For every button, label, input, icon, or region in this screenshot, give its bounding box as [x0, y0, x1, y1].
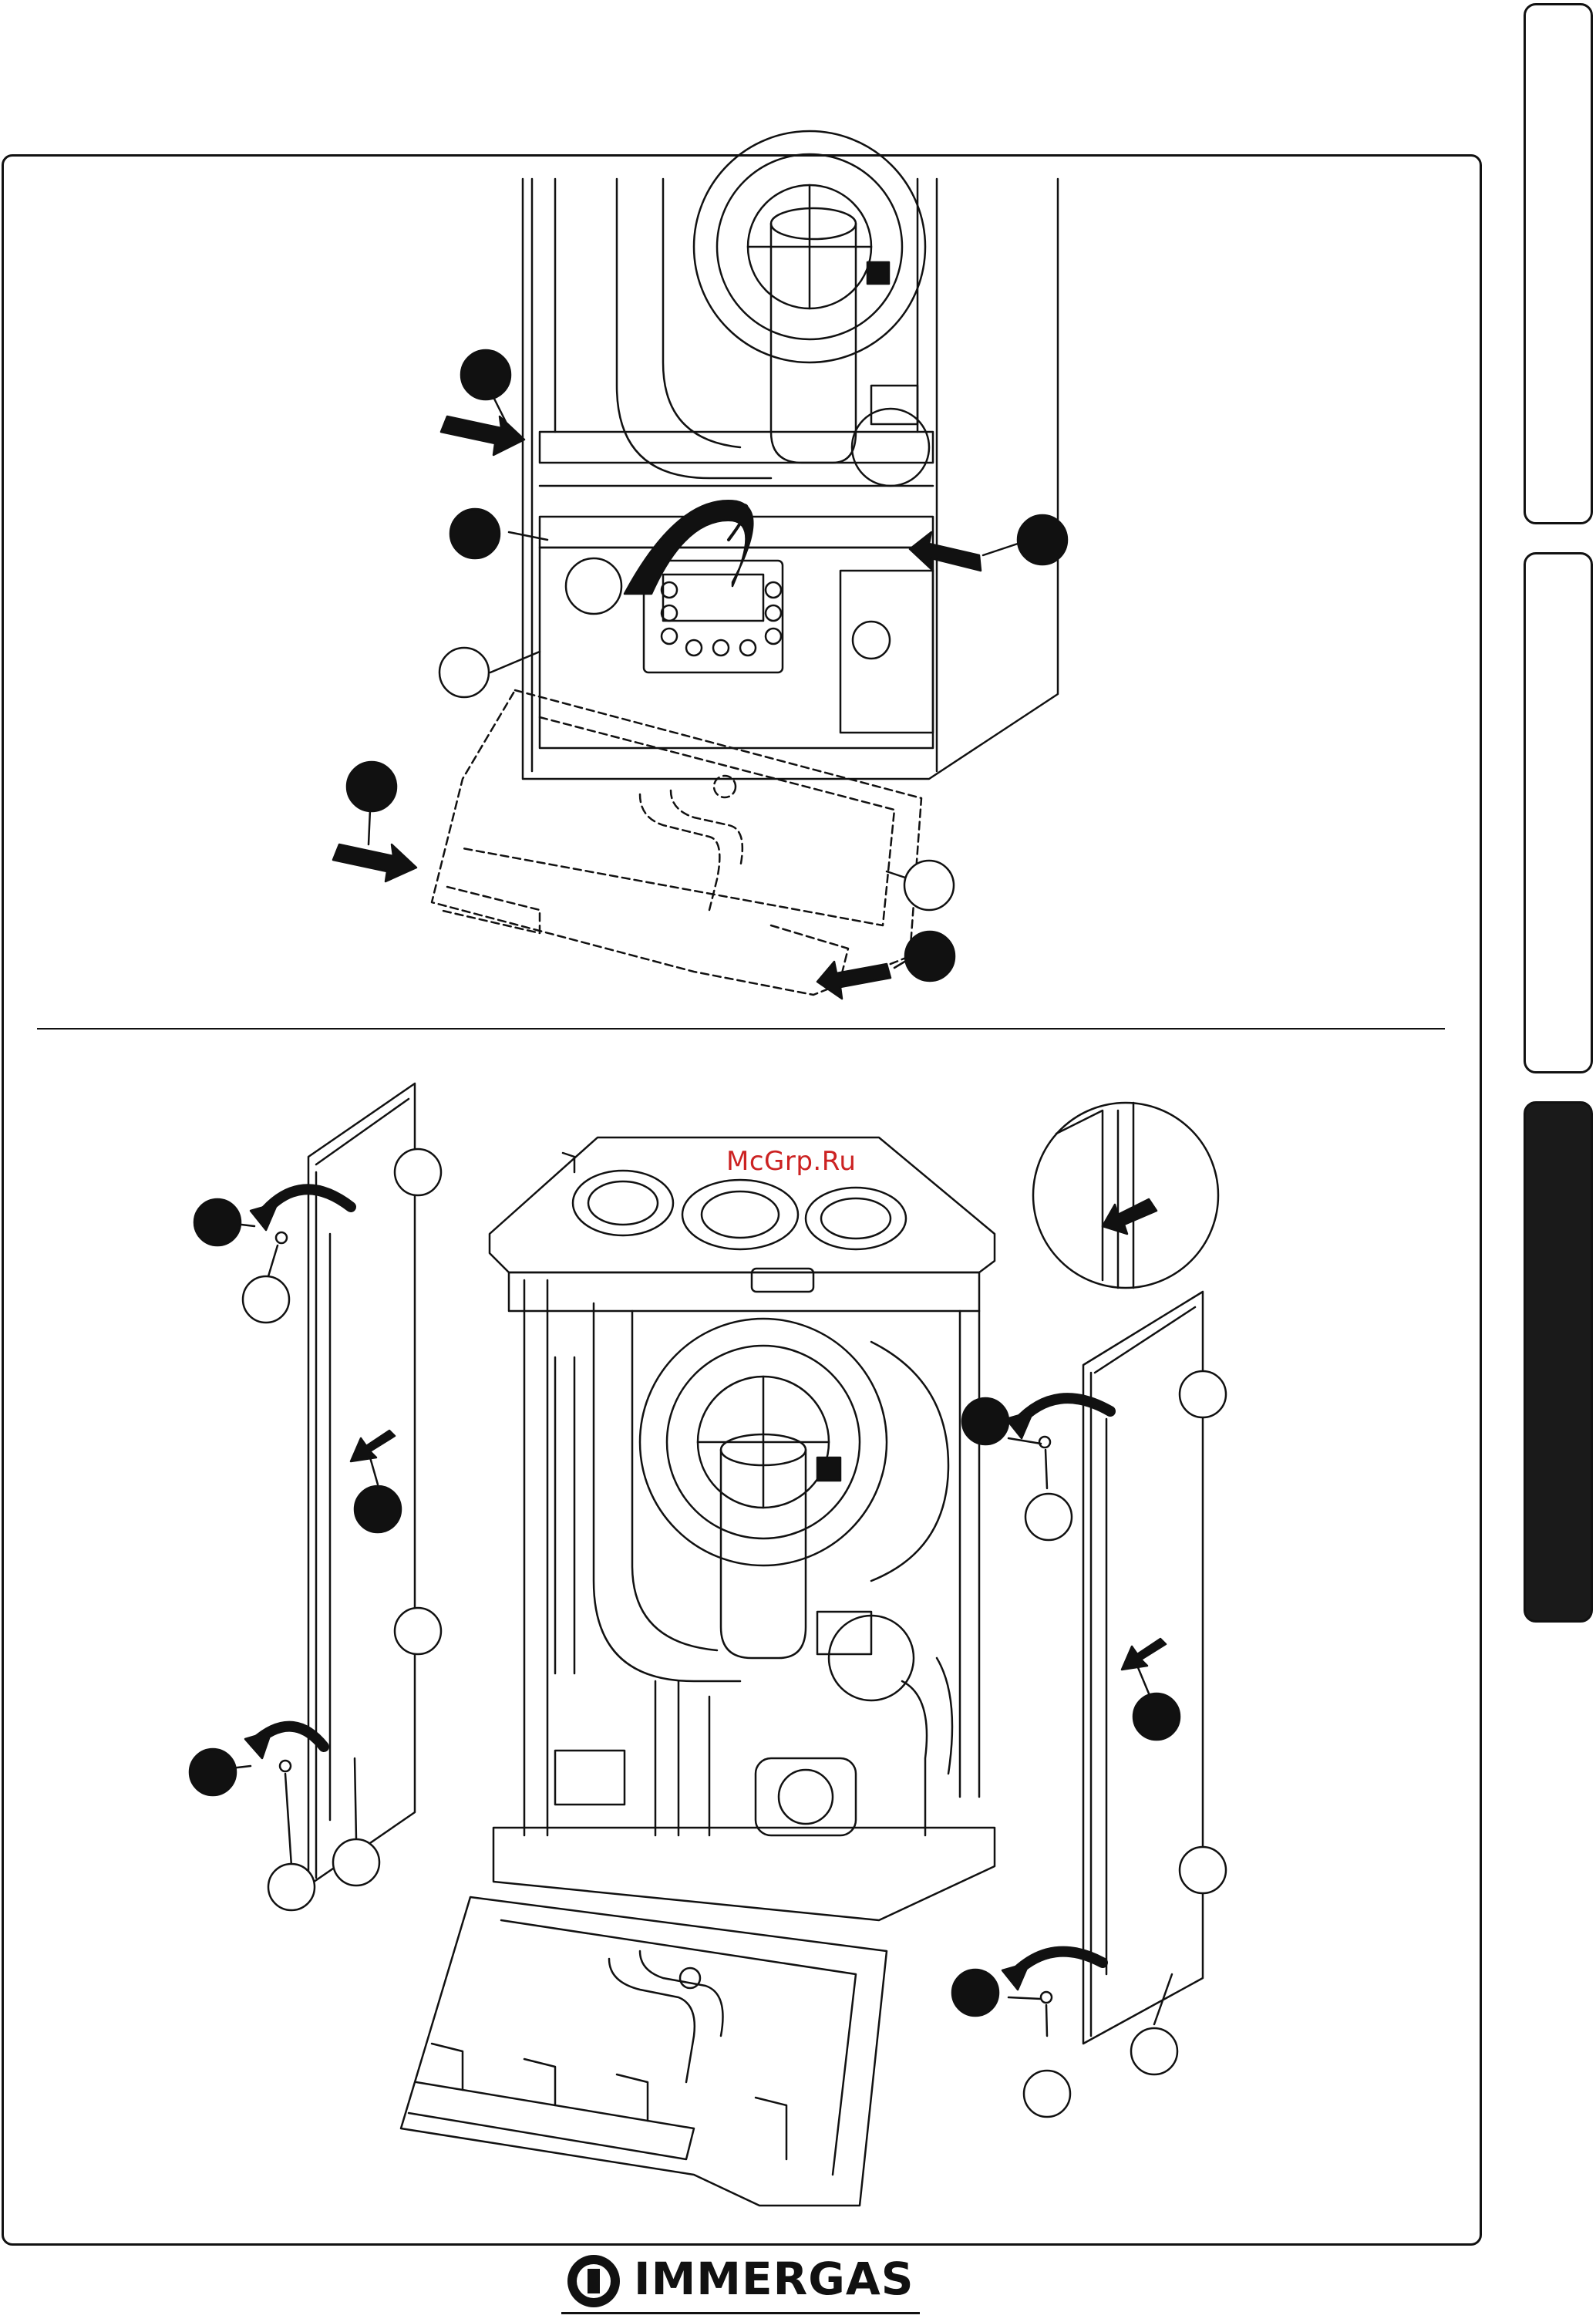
callout-filled — [461, 350, 510, 399]
side-tab-3-active[interactable] — [1524, 1101, 1593, 1623]
callout-empty — [439, 648, 489, 697]
callout-filled — [962, 1398, 1008, 1444]
side-tab-2[interactable] — [1524, 552, 1593, 1073]
callout-empty — [1180, 1847, 1226, 1893]
callout-empty — [243, 1276, 289, 1323]
callout-filled — [1018, 515, 1067, 564]
watermark-text: McGrp.Ru — [726, 1146, 856, 1177]
logo-underline — [561, 2312, 920, 2314]
callout-empty — [268, 1864, 315, 1910]
callout-empty — [395, 1608, 441, 1654]
brand-name: IMMERGAS — [634, 2256, 914, 2301]
callout-filled — [905, 932, 955, 981]
callout-empty — [1180, 1371, 1226, 1417]
brand-logo: IMMERGAS — [561, 2252, 920, 2317]
callout-empty — [1025, 1494, 1072, 1540]
callout-empty — [1024, 2071, 1070, 2117]
callout-filled — [194, 1199, 241, 1245]
boiler-disassembly-diagram — [0, 0, 1488, 2244]
bottom-boiler-illustration — [217, 1083, 1218, 2206]
callout-filled — [355, 1486, 401, 1532]
callout-filled — [190, 1749, 236, 1795]
immergas-logo-icon — [564, 2252, 629, 2310]
callout-filled — [450, 509, 500, 558]
bottom-callout-markers — [190, 1149, 1226, 2117]
top-callout-markers — [347, 350, 1067, 981]
callout-empty — [904, 861, 954, 910]
callout-empty — [395, 1149, 441, 1195]
top-boiler-illustration — [333, 131, 1058, 999]
callout-filled — [952, 1970, 998, 2016]
callout-empty — [1131, 2028, 1177, 2074]
side-tab-1[interactable] — [1524, 3, 1593, 524]
callout-filled — [1133, 1693, 1180, 1740]
callout-empty — [333, 1839, 379, 1886]
callout-filled — [347, 762, 396, 811]
